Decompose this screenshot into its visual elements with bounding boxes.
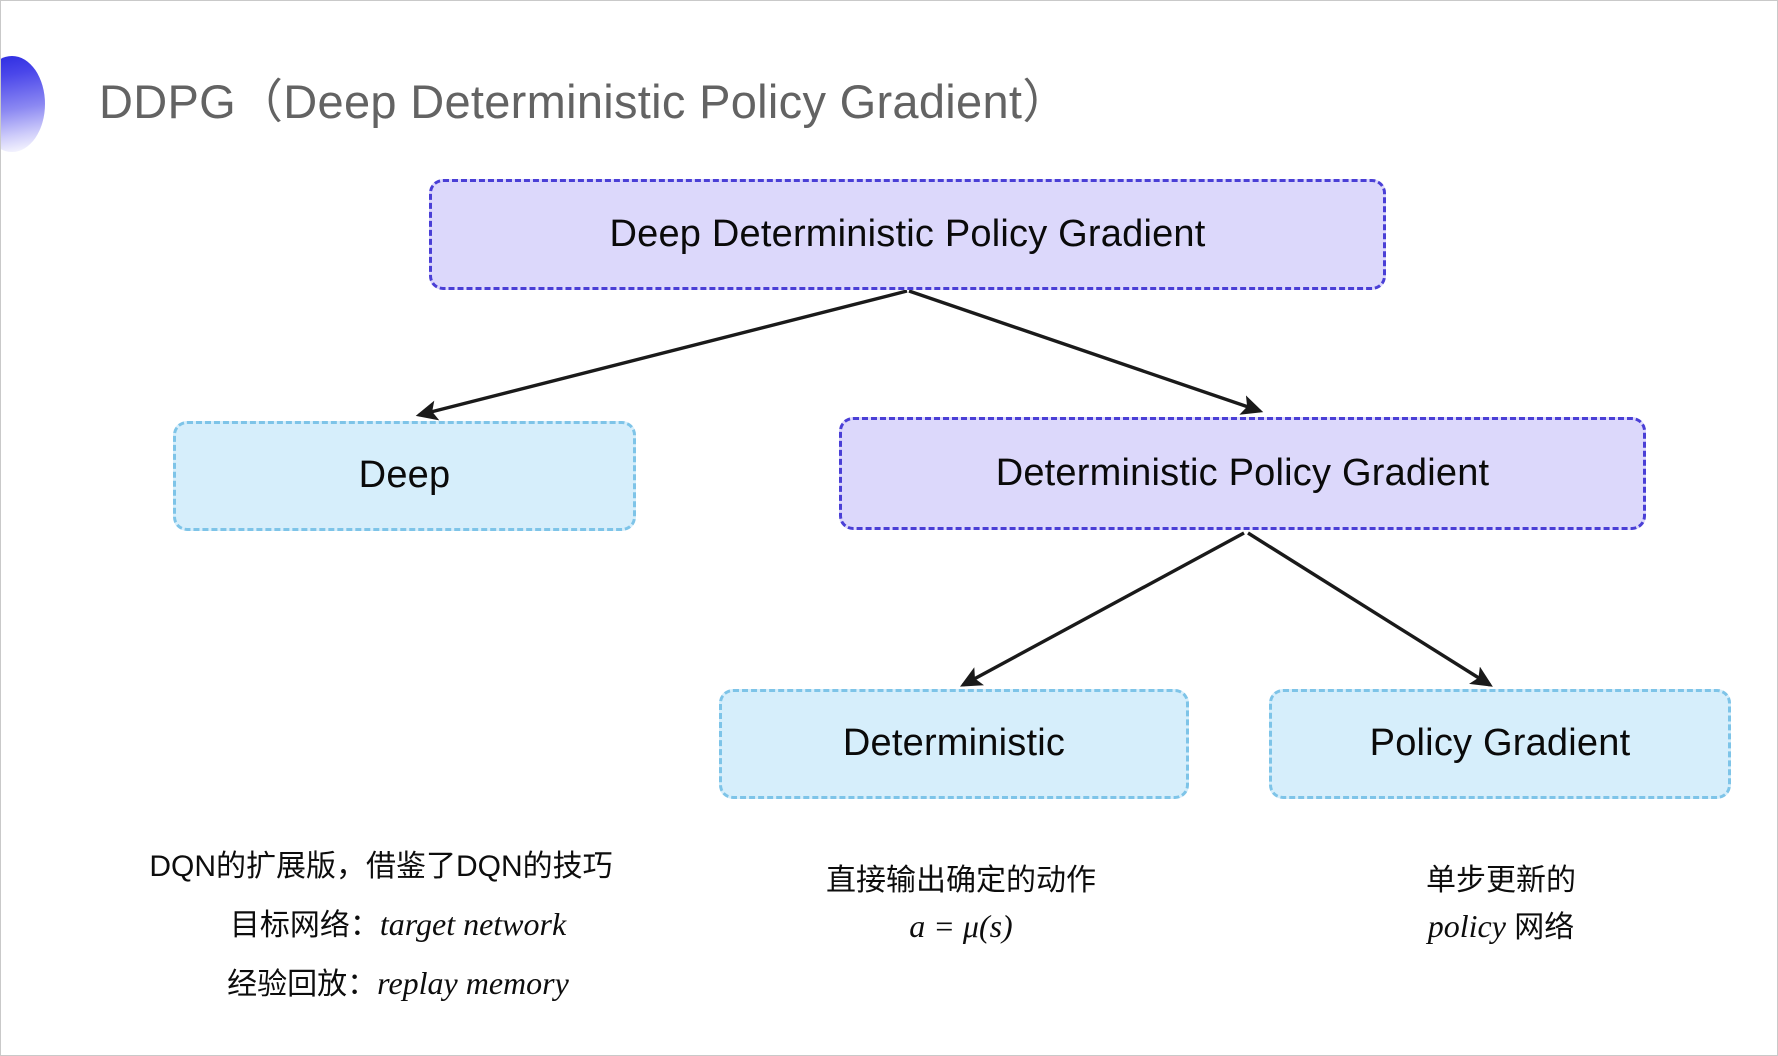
node-deterministic-policy-gradient[interactable]: Deterministic Policy Gradient (839, 417, 1646, 530)
annotation-deep-line-2-term: target network (379, 905, 567, 942)
annotation-policy-gradient-line-2: policy 网络 (1341, 903, 1661, 950)
annotation-deep-line-2: 目标网络：target network (121, 895, 641, 954)
annotation-policy-gradient-line-1: 单步更新的 (1426, 864, 1576, 897)
annotation-deep-line-3-term: replay memory (377, 964, 569, 1001)
node-label: Deterministic (842, 722, 1066, 765)
node-label: Policy Gradient (1369, 722, 1631, 765)
annotation-deterministic-formula: a = μ(s) (909, 907, 1013, 944)
annotation-deep-line-2-label: 目标网络： (229, 908, 380, 942)
node-label: Deep Deterministic Policy Gradient (609, 212, 1206, 255)
node-label: Deterministic Policy Gradient (995, 451, 1490, 494)
gradient-circle-bullet-icon (1, 56, 45, 152)
annotation-deep: DQN的扩展版，借鉴了DQN的技巧 目标网络：target network 经验… (121, 839, 641, 1013)
node-label: Deep (358, 454, 451, 497)
node-deterministic[interactable]: Deterministic (719, 689, 1189, 799)
annotation-deep-line-3: 经验回放：replay memory (121, 954, 641, 1013)
annotation-deterministic-line-1: 直接输出确定的动作 (826, 864, 1096, 897)
edge-dpg-to-deterministic (960, 531, 1245, 687)
annotation-deep-line-1: DQN的扩展版，借鉴了DQN的技巧 (149, 850, 613, 883)
annotation-deterministic: 直接输出确定的动作 a = μ(s) (771, 859, 1151, 949)
node-deep[interactable]: Deep (173, 421, 636, 531)
edge-dpg-to-policy-gradient (1247, 531, 1493, 687)
node-deep-deterministic-policy-gradient[interactable]: Deep Deterministic Policy Gradient (429, 179, 1386, 290)
node-policy-gradient[interactable]: Policy Gradient (1269, 689, 1731, 799)
edge-root-to-deep (415, 289, 908, 421)
page-title: DDPG（Deep Deterministic Policy Gradient） (99, 75, 1070, 128)
annotation-policy-gradient: 单步更新的 policy 网络 (1341, 859, 1661, 949)
annotation-policy-gradient-suffix: 网络 (1505, 910, 1575, 944)
edge-root-to-dpg (908, 289, 1264, 415)
annotation-policy-gradient-term: policy (1427, 907, 1506, 944)
annotation-deep-line-3-label: 经验回放： (227, 967, 378, 1001)
